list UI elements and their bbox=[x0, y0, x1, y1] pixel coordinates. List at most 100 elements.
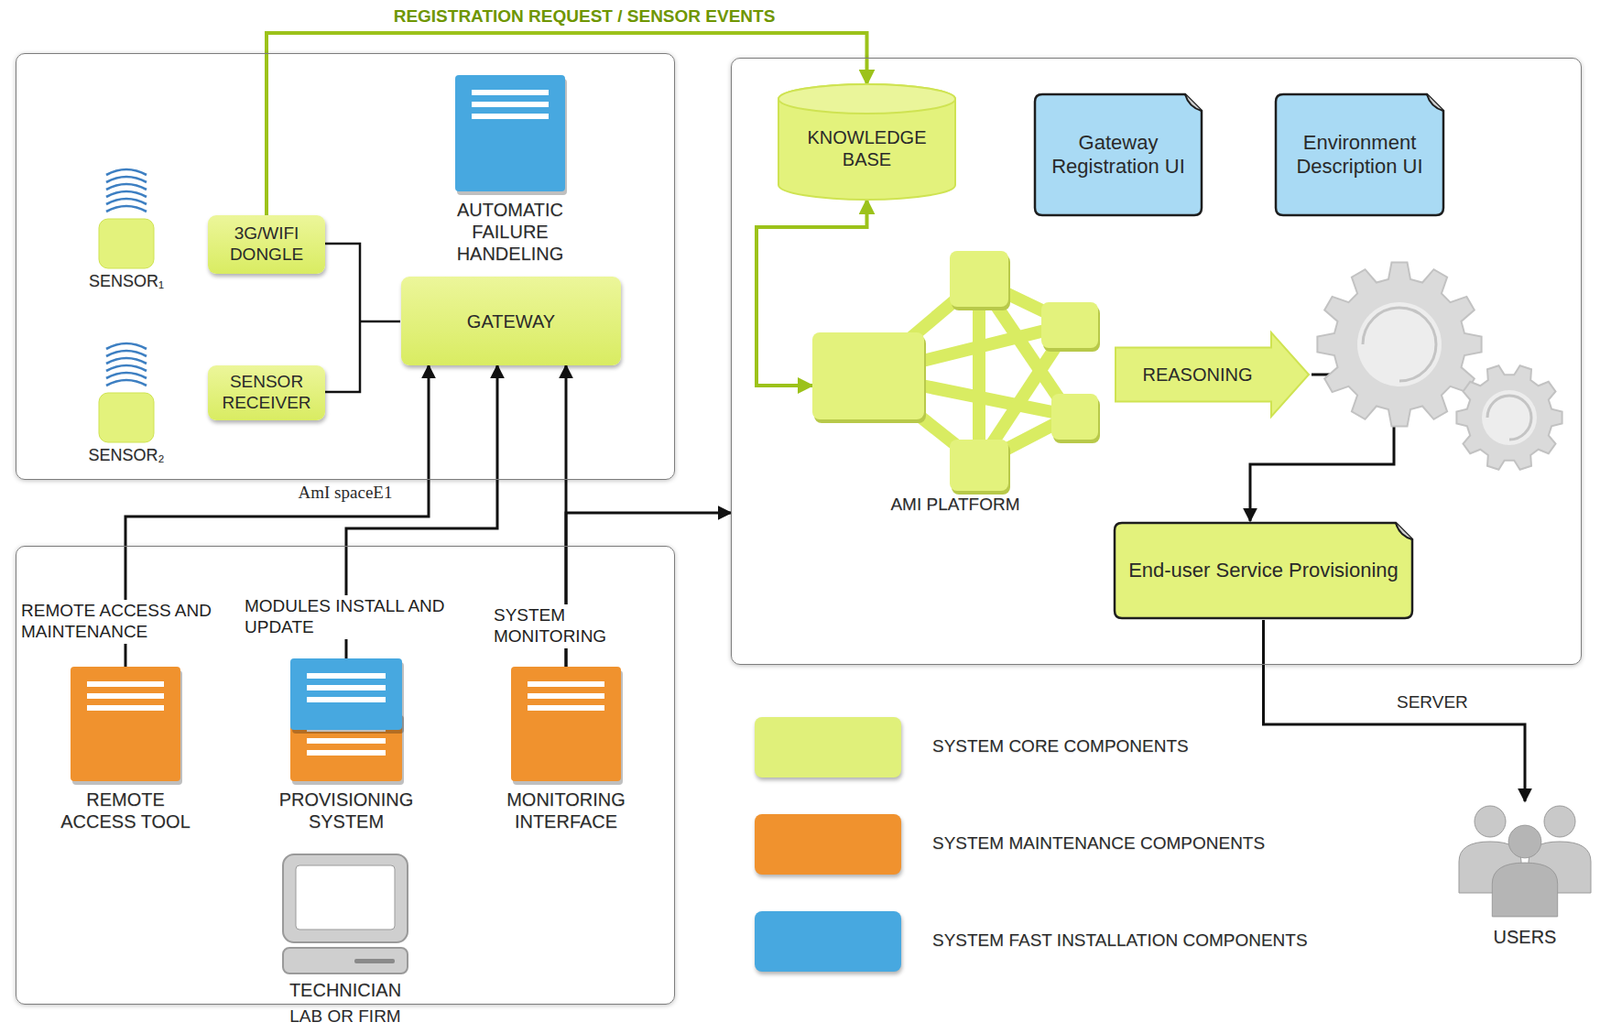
doc-line bbox=[306, 738, 386, 744]
region-label: LAB OR FIRM bbox=[16, 1006, 675, 1028]
gear-hub bbox=[1481, 390, 1537, 446]
icon-node: SENSOR₁ bbox=[76, 162, 177, 293]
node-label: REASONING bbox=[1136, 359, 1287, 390]
screen bbox=[295, 865, 395, 930]
signal-wave bbox=[106, 184, 147, 190]
signal-wave bbox=[106, 191, 147, 197]
document-icon bbox=[511, 666, 621, 782]
rotation-arrow bbox=[1362, 307, 1437, 381]
node-shape bbox=[488, 666, 644, 787]
signal-wave bbox=[106, 176, 147, 183]
document-icon bbox=[290, 658, 403, 730]
arrow-shape: REASONING bbox=[1112, 329, 1312, 420]
folded-corner bbox=[1185, 94, 1202, 111]
gear-hub bbox=[1357, 302, 1442, 387]
legend-text: SYSTEM MAINTENANCE COMPONENTS bbox=[932, 833, 1265, 854]
icon-node: AUTOMATIC FAILURE HANDELING bbox=[436, 75, 584, 268]
doc-line bbox=[306, 673, 386, 679]
signal-wave bbox=[106, 372, 147, 379]
region-panel: KNOWLEDGE BASEGateway Registration UIEnv… bbox=[730, 57, 1582, 665]
doc-line bbox=[527, 681, 605, 687]
folded-corner bbox=[1395, 522, 1413, 540]
node-shape bbox=[812, 250, 1099, 493]
drive-slot bbox=[354, 958, 395, 964]
signal-wave bbox=[106, 206, 147, 212]
node-label: USERS bbox=[1456, 925, 1594, 948]
folded-corner bbox=[1426, 94, 1444, 111]
node-shape bbox=[272, 852, 419, 978]
icon-node: AMI PLATFORM bbox=[812, 250, 1099, 523]
network-node bbox=[949, 250, 1009, 307]
doc-line bbox=[87, 681, 164, 687]
node-shape bbox=[1456, 801, 1594, 925]
legend-swatch bbox=[754, 717, 902, 778]
icon-node: SENSOR₂ bbox=[76, 336, 177, 467]
node-label: AMI PLATFORM bbox=[812, 494, 1099, 516]
node-label: REMOTE ACCESS TOOL bbox=[56, 788, 195, 833]
monitor bbox=[282, 854, 408, 943]
signal-wave bbox=[106, 198, 147, 205]
legend-text: SYSTEM FAST INSTALLATION COMPONENTS bbox=[932, 930, 1308, 951]
icon-node: PROVISIONING SYSTEM bbox=[267, 658, 425, 838]
signal-wave bbox=[106, 380, 147, 386]
note-box: Environment Description UI bbox=[1273, 92, 1446, 218]
doc-line bbox=[306, 750, 386, 756]
person-head bbox=[1508, 825, 1542, 859]
node-label: Environment Description UI bbox=[1273, 125, 1446, 186]
connector bbox=[266, 32, 868, 216]
node-label: SENSOR RECEIVER bbox=[207, 368, 326, 418]
note-outline bbox=[1114, 522, 1413, 619]
doc-line bbox=[87, 693, 164, 699]
node-label: AUTOMATIC FAILURE HANDELING bbox=[436, 198, 584, 265]
person-head bbox=[1474, 805, 1506, 838]
node-label: 3G/WIFI DONGLE bbox=[207, 219, 326, 270]
signal-wave bbox=[106, 365, 147, 371]
edge-label: REMOTE ACCESS AND MAINTENANCE bbox=[18, 599, 224, 644]
node-shape bbox=[76, 336, 177, 445]
node-label: PROVISIONING SYSTEM bbox=[267, 788, 425, 833]
signal-wave bbox=[106, 358, 147, 364]
legend-swatch bbox=[754, 911, 902, 972]
gear-symbol bbox=[1456, 365, 1562, 470]
icon-node: TECHNICIAN bbox=[272, 852, 419, 1003]
gear-symbol bbox=[1317, 261, 1481, 426]
person-head bbox=[1544, 805, 1576, 838]
component-box: 3G/WIFI DONGLE bbox=[207, 215, 326, 274]
merge-wire bbox=[318, 243, 401, 392]
gear-symbol bbox=[1317, 261, 1562, 469]
node-label: TECHNICIAN bbox=[272, 979, 419, 1002]
region-label: SERVER bbox=[1396, 692, 1469, 714]
note-box: End-user Service Provisioning bbox=[1112, 521, 1415, 621]
node-label: SENSOR₂ bbox=[76, 446, 177, 467]
sensor-body bbox=[98, 392, 154, 443]
doc-line bbox=[87, 705, 164, 711]
edge-label: REGISTRATION REQUEST / SENSOR EVENTS bbox=[311, 5, 858, 29]
rotation-arrow bbox=[1487, 395, 1532, 440]
doc-line bbox=[306, 685, 386, 691]
doc-line bbox=[471, 89, 549, 96]
icon-node: REMOTE ACCESS TOOL bbox=[56, 666, 195, 864]
icon-node: USERS bbox=[1456, 801, 1594, 953]
document-icon bbox=[455, 75, 566, 192]
connector bbox=[1263, 620, 1526, 802]
node-label: Gateway Registration UI bbox=[1033, 125, 1204, 186]
signal-wave bbox=[106, 350, 147, 357]
doc-line bbox=[527, 693, 605, 699]
network-node bbox=[949, 439, 1009, 491]
doc-line bbox=[471, 113, 549, 120]
person-body bbox=[1491, 862, 1557, 917]
database-top bbox=[778, 84, 956, 114]
reasoning-arrow bbox=[1115, 332, 1309, 417]
region-label: AmI spaceE1 bbox=[16, 482, 675, 504]
signal-wave bbox=[106, 343, 147, 349]
node-label: MONITORING INTERFACE bbox=[488, 788, 644, 833]
sensor-body bbox=[98, 218, 154, 269]
node-shape bbox=[56, 666, 195, 787]
node-label: End-user Service Provisioning bbox=[1115, 553, 1412, 588]
network-node bbox=[1051, 393, 1099, 440]
note-box: Gateway Registration UI bbox=[1033, 92, 1204, 218]
region-panel: SENSOR₁ 3G/WIFI DONGLE AUTOMATIC FAILURE H… bbox=[15, 53, 675, 480]
component-box: GATEWAY bbox=[401, 276, 621, 366]
doc-line bbox=[471, 101, 549, 108]
